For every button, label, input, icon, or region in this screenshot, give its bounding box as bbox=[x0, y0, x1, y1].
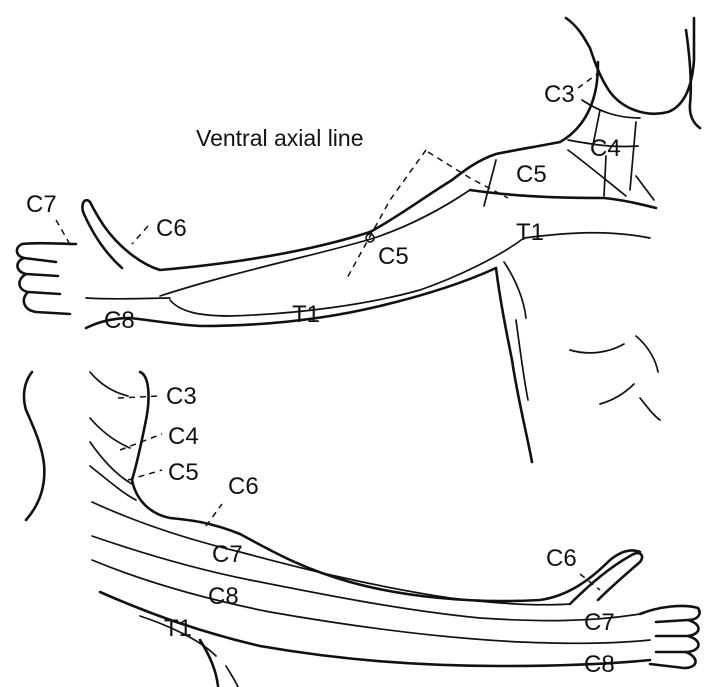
label-t1-shoulder: T1 bbox=[516, 219, 544, 246]
arm-c8-boundary bbox=[86, 298, 170, 299]
hand-back-fingers-outline bbox=[640, 606, 700, 668]
ear-back-outline bbox=[132, 372, 148, 480]
neck-inner-line bbox=[604, 156, 606, 196]
label-hand-c7: C7 bbox=[584, 609, 615, 636]
label-back-c3: C3 bbox=[166, 383, 197, 410]
torso-side-outline bbox=[496, 268, 532, 462]
neck-back-line bbox=[90, 418, 130, 448]
label-c6: C6 bbox=[156, 215, 187, 242]
leader-c3-back bbox=[118, 396, 160, 398]
label-back-t1: T1 bbox=[164, 615, 192, 642]
label-t1-arm: T1 bbox=[292, 301, 320, 328]
head-outline bbox=[566, 18, 694, 114]
upper-figure-anterior: Ventral axial line C3 C4 C5 T1 C7 C6 C5 … bbox=[17, 18, 700, 462]
label-c8: C8 bbox=[104, 307, 135, 334]
label-c5-shoulder: C5 bbox=[516, 161, 547, 188]
label-c5-arm: C5 bbox=[378, 243, 409, 270]
label-back-c5: C5 bbox=[168, 459, 199, 486]
label-c4: C4 bbox=[590, 135, 621, 162]
torso-back-line bbox=[226, 666, 238, 687]
label-back-c8: C8 bbox=[208, 583, 239, 610]
chest-line bbox=[636, 176, 654, 200]
torso-line bbox=[570, 336, 658, 372]
leader-c6 bbox=[132, 226, 148, 244]
chest-line bbox=[484, 160, 496, 206]
lower-figure-posterior: C3 C4 C5 C6 C7 C8 T1 C6 C7 C8 bbox=[24, 372, 700, 687]
fingers-outline bbox=[17, 243, 76, 314]
head-back-outline bbox=[24, 372, 44, 520]
label-back-c6: C6 bbox=[228, 473, 259, 500]
thumb-outline bbox=[82, 200, 122, 268]
label-hand-c6: C6 bbox=[546, 545, 577, 572]
label-back-c4: C4 bbox=[168, 423, 199, 450]
torso-line bbox=[600, 384, 660, 420]
neck-inner-line bbox=[630, 122, 636, 190]
leader-c6-back bbox=[206, 504, 222, 526]
label-c7: C7 bbox=[26, 191, 57, 218]
hand-back-thumb-outline bbox=[570, 553, 642, 604]
label-hand-c8: C8 bbox=[584, 651, 615, 678]
label-ventral-axial-line: Ventral axial line bbox=[196, 125, 364, 151]
torso-back-outline bbox=[200, 640, 218, 686]
label-back-c7: C7 bbox=[212, 541, 243, 568]
label-c3: C3 bbox=[544, 81, 575, 108]
neck-back-line bbox=[90, 372, 128, 396]
arm-c5-c6-boundary bbox=[160, 190, 470, 296]
